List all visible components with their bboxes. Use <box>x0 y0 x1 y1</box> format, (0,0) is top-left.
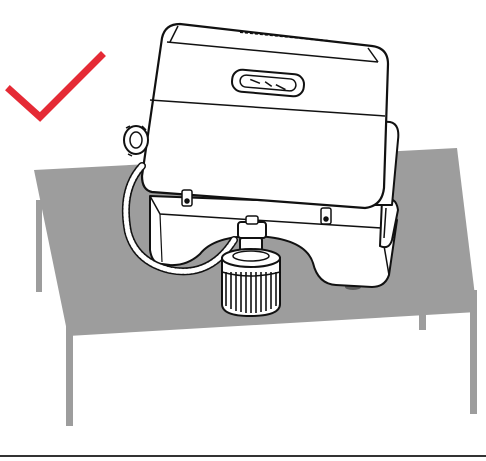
gas-canister <box>221 248 281 318</box>
checkmark-icon <box>5 51 106 122</box>
lid-ridge <box>169 25 379 63</box>
control-knob <box>123 125 149 157</box>
gas-hose-inner <box>123 163 237 274</box>
griddle-lid <box>140 22 390 210</box>
lid-latches <box>181 189 332 225</box>
base-crease <box>159 213 163 263</box>
base-top-edge <box>149 195 390 276</box>
lid-handle <box>231 68 305 98</box>
lid-vent-line <box>239 31 331 42</box>
side-handle-grip <box>383 207 387 239</box>
lid-top-face <box>149 41 386 117</box>
gas-regulator <box>237 215 267 251</box>
